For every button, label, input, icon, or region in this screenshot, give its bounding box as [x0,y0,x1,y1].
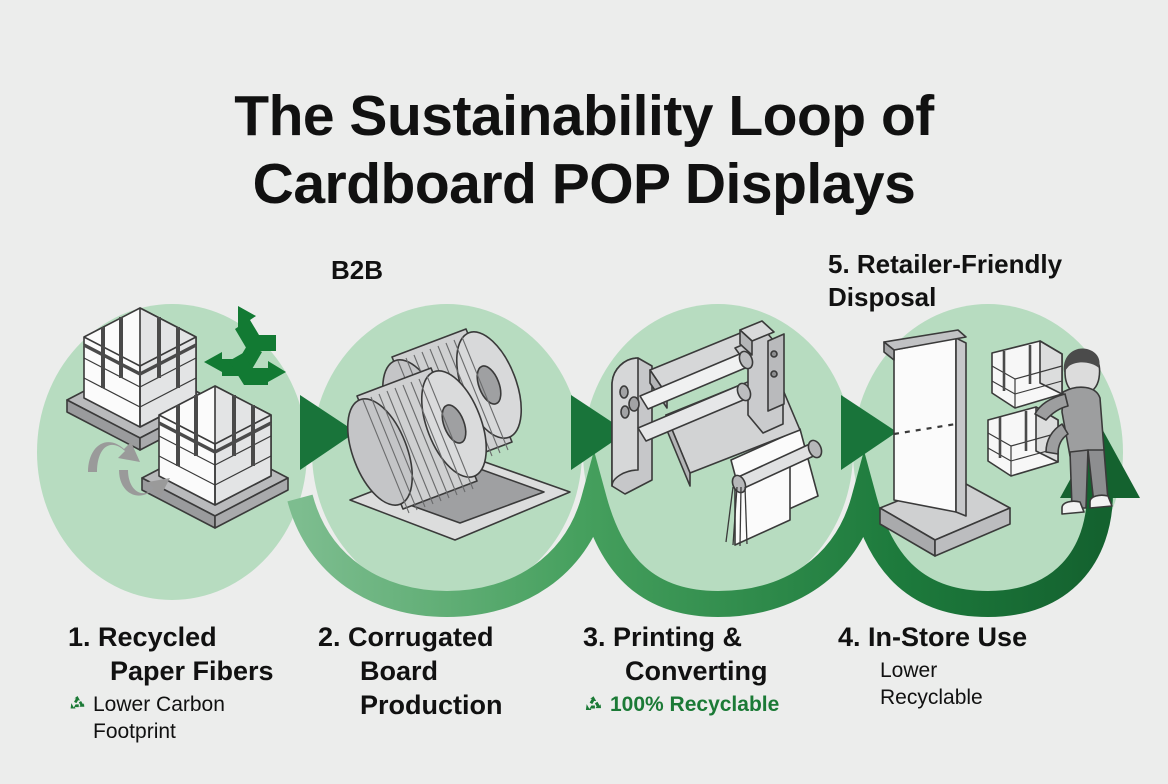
step-3-line-1: 3. Printing & [583,622,743,652]
step-3-sub-line-1: 100% Recyclable [610,693,780,716]
title-line-1: The Sustainability Loop of [234,84,934,148]
press-rollers [637,350,754,442]
step-1-sub-line-1: Lower Carbon [93,693,225,716]
connector-arrows [300,395,897,470]
step-caption-1: 1. Recycled Paper Fibers Lower Carbon Fo… [68,620,274,745]
step-3-heading: 3. Printing & Converting [583,620,779,688]
step-4-line-1: 4. In-Store Use [838,622,1028,652]
step-1-line-1: 1. Recycled [68,622,217,652]
step-caption-4: 4. In-Store Use Lower Recyclable [838,620,1027,711]
step-4-sub-line-1: Lower [880,659,938,682]
recycle-icon [70,696,85,709]
step-5-line-2: Disposal [828,282,937,312]
recycle-icon [585,696,602,711]
illustration-in-store-use [879,329,1113,557]
step-4-subtext: Lower Recyclable [838,657,1027,711]
title-line-2: Cardboard POP Displays [252,152,916,216]
connector-arrow-1 [300,395,356,470]
step-2-number: 2. [318,622,341,652]
step-caption-3: 3. Printing & Converting 100% Recyclable [583,620,779,718]
step-4-sub-line-2: Recyclable [880,686,983,709]
flat-pack-stack-upper [991,340,1063,409]
illustration-printing-converting [611,320,823,547]
step-2-line-3: Production [360,690,503,720]
bale-stack-upper [83,307,197,428]
step-2-line-1: 2. Corrugated [318,622,494,652]
label-b2b: B2B [331,255,384,285]
step-1-sub-line-2: Footprint [93,720,176,743]
step-caption-2: 2. Corrugated Board Production [318,620,503,722]
step-2-line-2: Board [360,656,439,686]
paper-roll-front [346,367,488,514]
step-5-line-1: 5. Retailer-Friendly [828,249,1063,279]
step-1-subtext: Lower Carbon Footprint [68,691,274,745]
step-4-number: 4. [838,622,861,652]
step-4-heading: 4. In-Store Use [838,620,1027,654]
reuse-cycle-arrow-icon [88,442,170,497]
step-1-line-2: Paper Fibers [110,656,274,686]
step-3-number: 3. [583,622,606,652]
flat-pack-stack-lower [987,406,1059,477]
connector-arrow-3 [841,395,897,470]
step-3-subtext: 100% Recyclable [583,691,779,718]
step-2-heading: 2. Corrugated Board Production [318,620,503,722]
illustration-corrugated-board-production [346,328,571,541]
worker-figure [1034,348,1113,515]
bale-stack-lower [158,385,272,506]
step-1-number: 1. [68,622,91,652]
label-step-5: 5. Retailer-Friendly Disposal [828,248,1062,314]
step-3-line-2: Converting [625,656,768,686]
page-title: The Sustainability Loop of Cardboard POP… [0,82,1168,218]
recycle-symbol-icon [204,306,286,385]
step-1-heading: 1. Recycled Paper Fibers [68,620,274,688]
illustration-recycled-paper-fibers [66,306,289,529]
connector-arrow-2 [571,395,627,470]
